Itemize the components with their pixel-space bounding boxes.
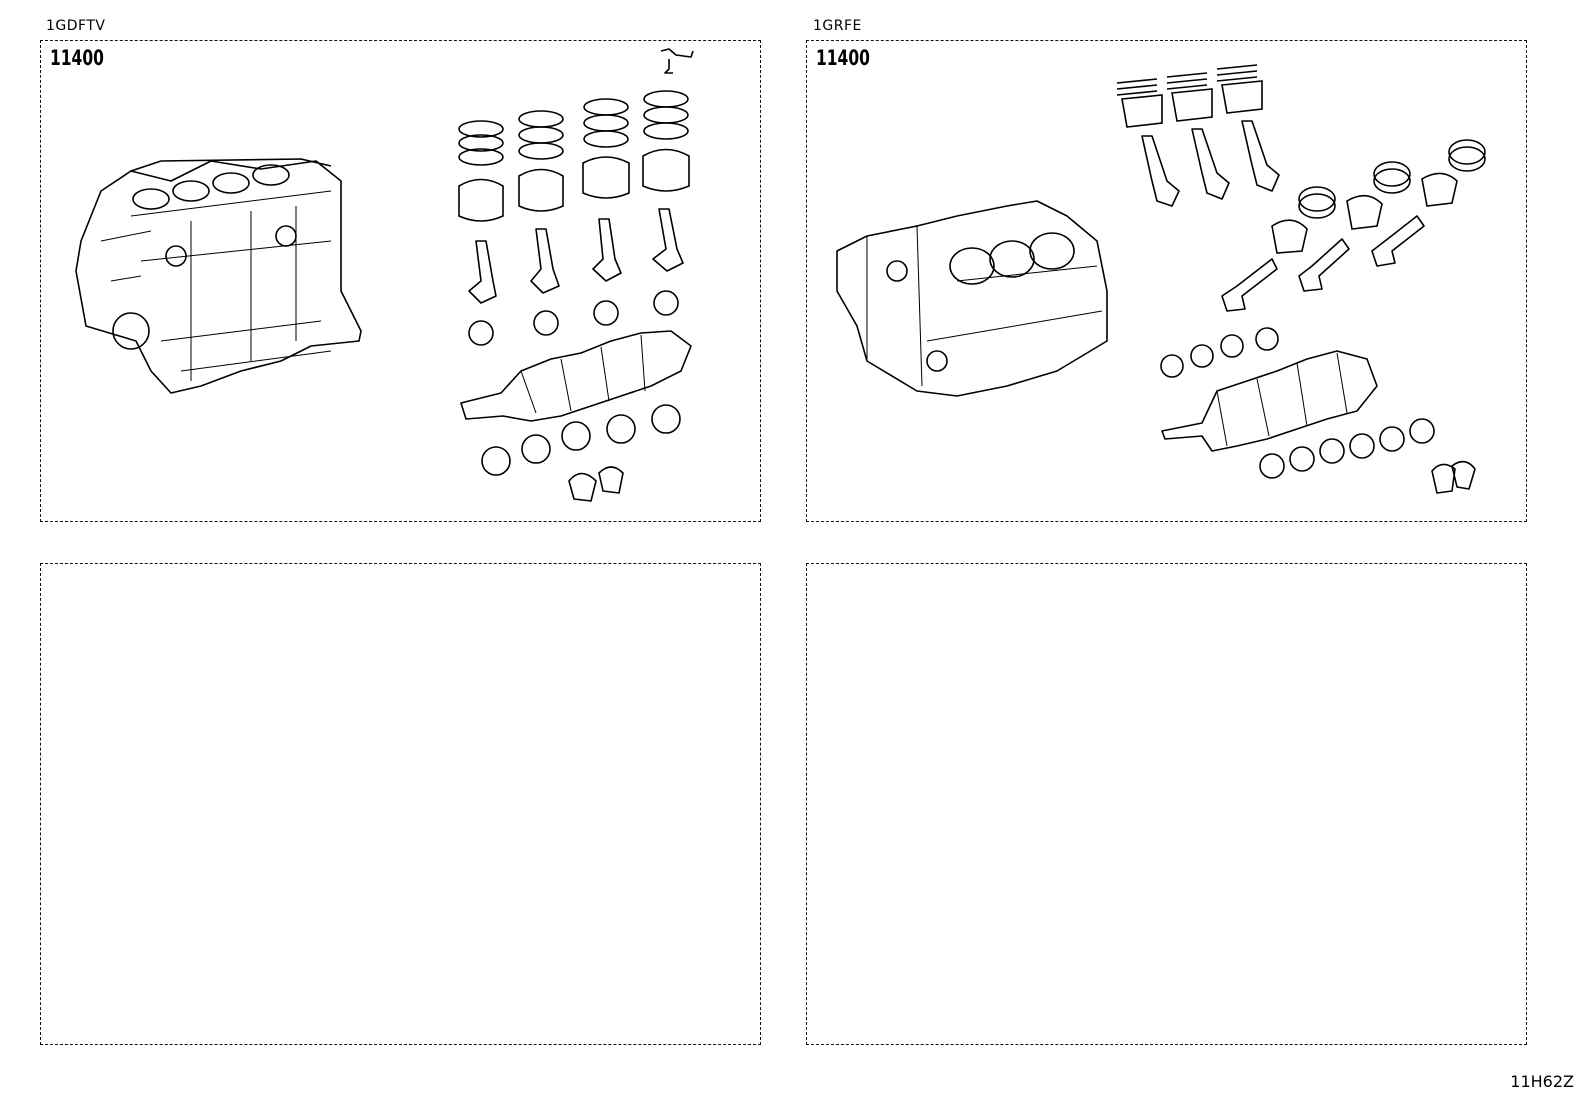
diagram-id: 11H62Z — [1510, 1072, 1574, 1091]
panel-1grfe[interactable]: 11400 — [806, 40, 1527, 522]
pistons-drawing — [1121, 80, 1458, 254]
panel-empty-left[interactable] — [40, 563, 761, 1045]
piston-rings-drawing — [458, 90, 689, 166]
cylinder-block-drawing — [75, 158, 362, 394]
pistons-drawing — [458, 148, 690, 222]
oil-jet-drawing — [660, 48, 694, 74]
engine-label-1grfe: 1GRFE — [813, 18, 862, 34]
rod-bearings-drawing — [468, 290, 679, 346]
main-bearings-drawing — [1259, 418, 1476, 494]
piston-rings-drawing — [1116, 64, 1486, 219]
cylinder-block-drawing — [836, 200, 1108, 397]
rod-bearings-drawing — [1160, 327, 1279, 378]
main-bearings-drawing — [481, 404, 681, 502]
part-code: 11400 — [816, 46, 870, 70]
part-code: 11400 — [50, 46, 104, 70]
connecting-rods-drawing — [468, 208, 684, 304]
panel-empty-right[interactable] — [806, 563, 1527, 1045]
short-block-v6-illustration — [836, 64, 1486, 494]
short-block-inline4-illustration — [75, 48, 694, 502]
crankshaft-drawing — [1161, 350, 1378, 452]
engine-label-1gdftv: 1GDFTV — [46, 18, 106, 34]
connecting-rods-drawing — [1141, 120, 1425, 312]
crankshaft-drawing — [460, 330, 692, 422]
panel-1gdftv[interactable]: 11400 — [40, 40, 761, 522]
